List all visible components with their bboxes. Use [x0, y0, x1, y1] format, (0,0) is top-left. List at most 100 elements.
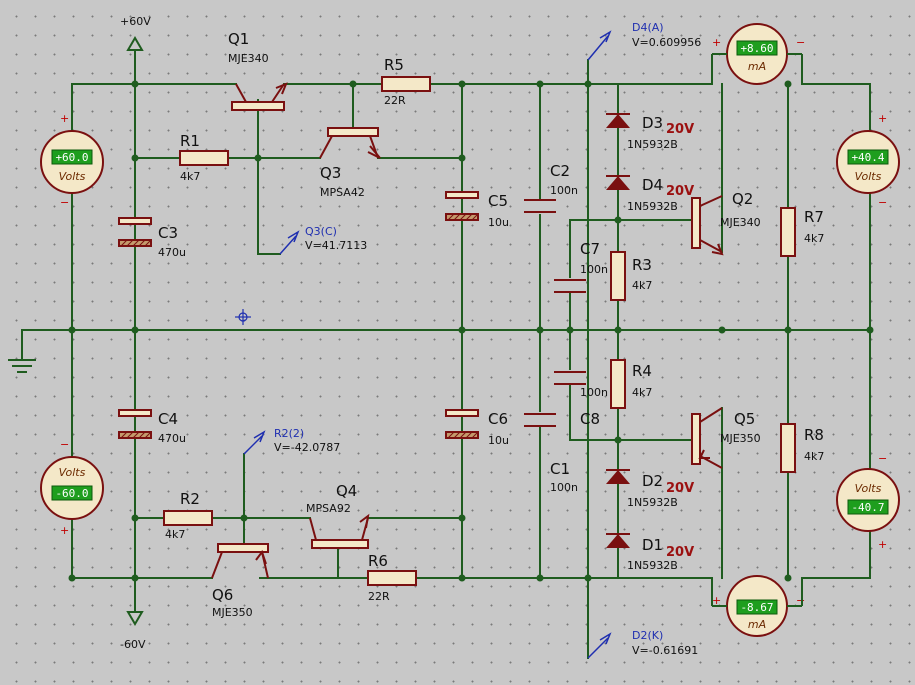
transistor-q3[interactable]	[319, 127, 381, 159]
zener-d4[interactable]	[606, 175, 630, 190]
svg-text:+: +	[60, 112, 69, 125]
svg-text:+: +	[878, 112, 887, 125]
c7-value: 100n	[580, 263, 608, 276]
ammeter-bottom[interactable]: -8.67 mA +−	[711, 575, 805, 637]
c8-ref: C8	[580, 410, 600, 428]
probe-d2k-name: D2(K)	[632, 629, 663, 642]
svg-text:−: −	[60, 438, 69, 451]
transistor-q6[interactable]	[211, 543, 269, 579]
resistor-r2[interactable]	[163, 510, 213, 526]
q6-ref: Q6	[212, 586, 233, 604]
r4-value: 4k7	[632, 386, 652, 399]
capacitor-c6[interactable]	[445, 409, 479, 439]
c6-ref: C6	[488, 410, 508, 428]
transistor-q1[interactable]	[231, 82, 288, 111]
svg-text:Volts: Volts	[855, 170, 882, 183]
capacitor-c5[interactable]	[445, 191, 479, 221]
q3-part: MPSA42	[320, 186, 365, 199]
svg-text:+: +	[712, 594, 721, 607]
svg-text:+8.60: +8.60	[740, 42, 773, 55]
resistor-r3[interactable]	[610, 251, 626, 301]
junctions	[68, 80, 874, 582]
capacitor-c8[interactable]	[554, 370, 586, 385]
d1-ref: D1	[642, 536, 663, 554]
svg-text:+40.4: +40.4	[851, 151, 884, 164]
probe-r2[interactable]	[243, 430, 266, 455]
resistor-r5[interactable]	[381, 76, 431, 92]
r1-value: 4k7	[180, 170, 200, 183]
svg-text:Volts: Volts	[855, 482, 882, 495]
d1-part: 1N5932B	[627, 559, 678, 572]
resistor-r4[interactable]	[610, 359, 626, 409]
c5-value: 10u	[488, 216, 509, 229]
resistor-r6[interactable]	[367, 570, 417, 586]
c4-value: 470u	[158, 432, 186, 445]
resistor-r1[interactable]	[179, 150, 229, 166]
resistor-r8[interactable]	[780, 423, 796, 473]
c2-value: 100n	[550, 184, 578, 197]
zener-d2[interactable]	[606, 469, 630, 484]
capacitor-c4[interactable]	[118, 409, 152, 439]
d2-voltage: 20V	[666, 481, 694, 496]
voltmeter-left-bottom[interactable]: -60.0 Volts −+	[40, 438, 104, 537]
voltmeter-right-top[interactable]: +40.4 Volts +−	[836, 112, 900, 209]
neg-rail-terminal: -60V	[120, 611, 146, 651]
q5-ref: Q5	[734, 410, 755, 428]
transistor-q4[interactable]	[309, 513, 370, 549]
probe-d2k[interactable]	[587, 632, 612, 659]
zener-d3[interactable]	[606, 113, 630, 128]
svg-text:+: +	[878, 538, 887, 551]
probe-r2-reading: V=-42.0787	[274, 441, 340, 454]
q6-part: MJE350	[212, 606, 253, 619]
svg-text:mA: mA	[748, 618, 766, 631]
r7-ref: R7	[804, 208, 824, 226]
r3-ref: R3	[632, 256, 652, 274]
q1-ref: Q1	[228, 30, 249, 48]
c3-value: 470u	[158, 246, 186, 259]
voltmeter-right-bottom[interactable]: -40.7 Volts −+	[836, 452, 900, 551]
capacitor-c2[interactable]	[524, 199, 556, 214]
d2-ref: D2	[642, 472, 663, 490]
ground-symbol	[8, 330, 36, 373]
probe-d2k-reading: V=-0.61691	[632, 644, 698, 657]
svg-text:mA: mA	[748, 60, 766, 73]
probe-d4a-name: D4(A)	[632, 21, 664, 34]
transistor-q2[interactable]	[691, 195, 724, 256]
zener-d1[interactable]	[606, 533, 630, 548]
transistor-q5[interactable]	[691, 407, 723, 469]
q1-part: MJE340	[228, 52, 269, 65]
voltmeter-left-top[interactable]: +60.0 Volts +−	[40, 110, 104, 210]
svg-text:-40.7: -40.7	[851, 501, 884, 514]
c8-value: 100n	[580, 386, 608, 399]
c3-ref: C3	[158, 224, 178, 242]
ammeter-top[interactable]: +8.60 mA +−	[711, 23, 805, 85]
c6-value: 10u	[488, 434, 509, 447]
svg-text:−: −	[796, 594, 805, 607]
svg-text:+60V: +60V	[120, 15, 151, 28]
capacitor-c3[interactable]	[118, 217, 152, 247]
d3-part: 1N5932B	[627, 138, 678, 151]
probe-d4a[interactable]	[587, 30, 612, 61]
d1-voltage: 20V	[666, 545, 694, 560]
d4-ref: D4	[642, 176, 663, 194]
r8-value: 4k7	[804, 450, 824, 463]
probe-q3c[interactable]	[279, 230, 300, 255]
resistor-r7[interactable]	[780, 207, 796, 257]
svg-text:+: +	[60, 524, 69, 537]
r7-value: 4k7	[804, 232, 824, 245]
r6-value: 22R	[368, 590, 390, 603]
r3-value: 4k7	[632, 279, 652, 292]
r1-ref: R1	[180, 132, 200, 150]
svg-text:+60.0: +60.0	[55, 151, 88, 164]
d4-voltage: 20V	[666, 184, 694, 199]
wires	[21, 49, 871, 659]
probe-r2-name: R2(2)	[274, 427, 304, 440]
c4-ref: C4	[158, 410, 178, 428]
r5-value: 22R	[384, 94, 406, 107]
q4-ref: Q4	[336, 482, 357, 500]
r2-value: 4k7	[165, 528, 185, 541]
svg-text:−: −	[796, 36, 805, 49]
capacitor-c1[interactable]	[524, 412, 556, 427]
capacitor-c7[interactable]	[554, 278, 586, 293]
